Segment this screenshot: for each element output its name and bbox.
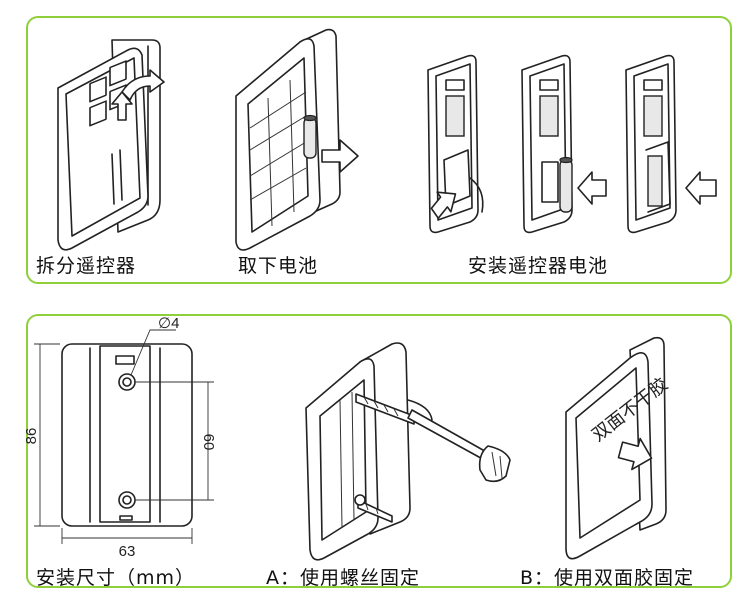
tape-mount-illustration: 双面不干胶 <box>565 336 672 560</box>
screw-mount-illustration <box>305 342 511 561</box>
caption-screw-mount: A：使用螺丝固定 <box>266 567 420 589</box>
hole-diameter-label: ∅4 <box>158 315 179 332</box>
hole-spacing-label: 60 <box>200 434 217 451</box>
disassemble-illustration <box>57 39 165 251</box>
caption-disassemble: 拆分遥控器 <box>36 255 137 277</box>
width-label: 63 <box>119 543 136 560</box>
caption-tape-mount: B：使用双面胶固定 <box>520 567 695 589</box>
remove-battery-illustration <box>235 28 359 251</box>
install-battery-illustration <box>427 54 717 234</box>
caption-install-battery: 安装遥控器电池 <box>468 255 609 277</box>
height-label: 86 <box>23 428 40 445</box>
dimension-drawing: ∅4 86 60 63 <box>23 315 217 560</box>
caption-remove-battery: 取下电池 <box>238 255 319 277</box>
caption-dimensions: 安装尺寸（mm） <box>36 567 196 589</box>
